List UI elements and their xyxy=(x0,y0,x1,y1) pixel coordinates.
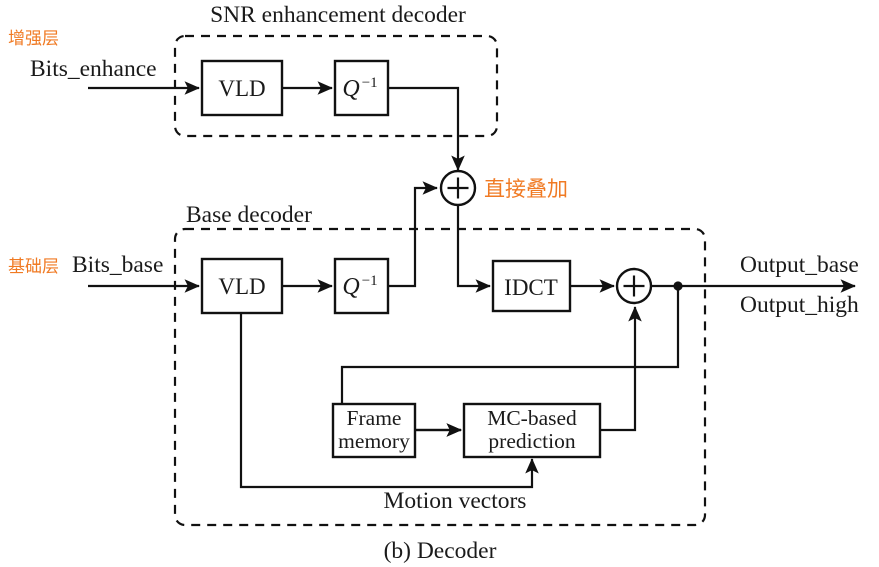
mc-prediction-label-line2: prediction xyxy=(488,429,575,453)
output-tap-junction xyxy=(673,281,683,291)
wire-enh-iq-to-adder xyxy=(388,86,465,171)
frame-memory-label-line2: memory xyxy=(338,429,410,453)
enhancement-vld-label: VLD xyxy=(218,76,265,101)
direct-add-annotation: 直接叠加 xyxy=(484,177,568,201)
base-inverse-quant-label: Q−1 xyxy=(342,273,377,300)
mc-prediction-label-line1: MC-based xyxy=(487,406,577,430)
idct-block[interactable] xyxy=(491,259,572,313)
base-decoder-title: Base decoder xyxy=(186,202,312,228)
base-layer-label: 基础层 xyxy=(8,257,59,277)
mc-based-prediction-block[interactable] xyxy=(462,402,602,459)
base-q-exponent: −1 xyxy=(362,273,378,289)
enhancement-decoder-dashed-box xyxy=(173,34,499,138)
output-adder-plus-glyph xyxy=(623,275,645,297)
idct-label: IDCT xyxy=(504,275,558,300)
figure-caption: (b) Decoder xyxy=(384,538,497,564)
wire-adder-to-idct xyxy=(456,205,491,293)
wire-base-iq-to-adder-left xyxy=(388,181,438,288)
enhancement-inverse-quant-label: Q−1 xyxy=(342,75,377,102)
enhancement-layer-label: 增强层 xyxy=(8,29,59,49)
enh-q-exponent: −1 xyxy=(362,75,378,91)
base-vld-block[interactable] xyxy=(200,257,284,315)
wire-mc-to-output-adder xyxy=(600,306,642,432)
enh-q-symbol: Q xyxy=(342,76,359,102)
base-vld-label: VLD xyxy=(218,274,265,299)
base-inverse-quant-block[interactable] xyxy=(333,257,390,315)
enhancement-vld-block[interactable] xyxy=(200,59,284,117)
bits-base-label: Bits_base xyxy=(72,252,163,278)
output-high-label: Output_high xyxy=(740,292,859,318)
frame-memory-label-line1: Frame xyxy=(347,406,402,430)
bits-enhance-label: Bits_enhance xyxy=(30,56,157,82)
enhancement-decoder-title: SNR enhancement decoder xyxy=(210,2,466,28)
base-decoder-dashed-box xyxy=(173,227,707,527)
output-base-label: Output_base xyxy=(740,252,859,278)
wire-motion-vectors xyxy=(239,313,539,489)
enhancement-inverse-quant-block[interactable] xyxy=(333,59,390,117)
motion-vectors-label: Motion vectors xyxy=(384,488,527,514)
frame-memory-block[interactable] xyxy=(331,402,417,459)
base-q-symbol: Q xyxy=(342,274,359,300)
direct-add-plus-glyph xyxy=(447,177,469,199)
